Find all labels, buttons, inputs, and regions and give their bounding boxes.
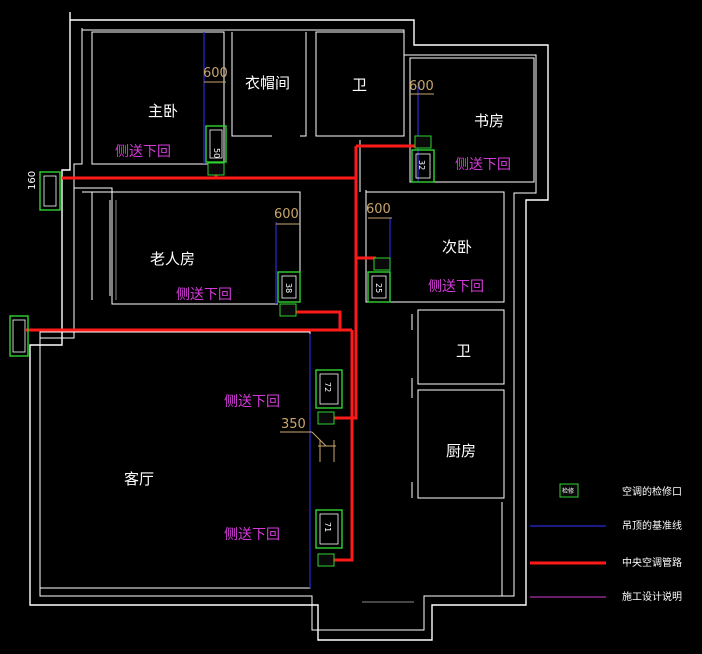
- svg-text:38: 38: [284, 283, 293, 293]
- ac-pipes: [26, 144, 418, 562]
- dim-600-elderly: 600: [274, 207, 299, 222]
- room-second-bedroom: 次卧: [442, 238, 472, 256]
- note-living-a: 侧送下回: [224, 394, 280, 410]
- svg-text:25: 25: [374, 283, 383, 293]
- room-bathroom-right: 卫: [456, 342, 471, 360]
- pipe-riser: [334, 146, 358, 420]
- elderly-wall-inner: [74, 187, 278, 305]
- legend-access-port: 空调的检修口: [622, 485, 682, 498]
- dim-600-second: 600: [366, 202, 391, 217]
- legend-ac-pipe: 中央空调管路: [622, 556, 682, 569]
- note-master: 侧送下回: [115, 144, 171, 160]
- cloak-wall-left: [231, 32, 272, 137]
- room-labels: 主卧 衣帽间 卫 书房 老人房 次卧 卫 厨房 客厅: [124, 74, 504, 488]
- room-master-bedroom: 主卧: [148, 102, 178, 120]
- pipe-living-riser: [334, 330, 354, 562]
- note-study: 侧送下回: [455, 157, 511, 173]
- kitchen-wall: [417, 389, 505, 499]
- dim-350: 350: [281, 417, 306, 432]
- legend: 检修 空调的检修口 吊顶的基准线 中央空调管路 施工设计说明: [530, 483, 682, 603]
- ac-unit-master: 50: [205, 125, 227, 176]
- outdoor-unit-top: [39, 171, 61, 211]
- note-second: 侧送下回: [428, 279, 484, 295]
- note-living-b: 侧送下回: [224, 527, 280, 543]
- outdoor-unit-left: [9, 315, 29, 357]
- walls: [29, 12, 549, 641]
- legend-ceiling-baseline: 吊顶的基准线: [622, 519, 682, 532]
- elderly-wall-top: [82, 191, 301, 300]
- dim-600-master: 600: [203, 66, 228, 81]
- master-bedroom-wall: [91, 31, 225, 165]
- dim-600-study: 600: [409, 79, 434, 94]
- ac-unit-study: 32: [411, 135, 435, 183]
- inner-wall-outline: [39, 28, 537, 631]
- outer-wall-outline: [29, 12, 549, 641]
- room-kitchen: 厨房: [446, 442, 476, 460]
- room-study: 书房: [474, 112, 504, 130]
- svg-text:32: 32: [417, 160, 426, 170]
- ceiling-baselines: [203, 32, 419, 588]
- ac-unit-living-a: 72: [315, 369, 343, 425]
- cloak-wall-right: [300, 32, 307, 137]
- ac-unit-second: 25: [367, 257, 391, 303]
- bath-right-wall: [417, 309, 505, 385]
- study-wall: [409, 57, 535, 183]
- pipe-elderly-branch: [290, 310, 342, 330]
- svg-text:50: 50: [212, 148, 221, 158]
- legend-access-icon-text: 检修: [562, 487, 574, 495]
- note-elderly: 侧送下回: [176, 287, 232, 303]
- room-bathroom-top: 卫: [352, 76, 367, 94]
- ac-units: 50 32 38 25 72: [9, 125, 435, 567]
- svg-text:71: 71: [323, 522, 332, 532]
- dimensions: 600 600 600 600 350 160: [27, 66, 434, 462]
- design-notes: 侧送下回 侧送下回 侧送下回 侧送下回 侧送下回 侧送下回: [115, 144, 511, 543]
- living-room-wall: [39, 331, 311, 589]
- legend-access-icon: [559, 483, 579, 498]
- dim-160: 160: [27, 171, 38, 190]
- ac-unit-elderly: 38: [277, 271, 301, 317]
- legend-design-notes: 施工设计说明: [622, 590, 682, 603]
- dim-leader-350b: [311, 431, 327, 447]
- room-elderly: 老人房: [150, 250, 195, 268]
- ac-unit-living-b: 71: [315, 509, 343, 567]
- room-living: 客厅: [124, 470, 154, 488]
- room-cloakroom: 衣帽间: [245, 74, 290, 92]
- svg-text:72: 72: [323, 382, 332, 392]
- bath-top-wall: [315, 31, 405, 137]
